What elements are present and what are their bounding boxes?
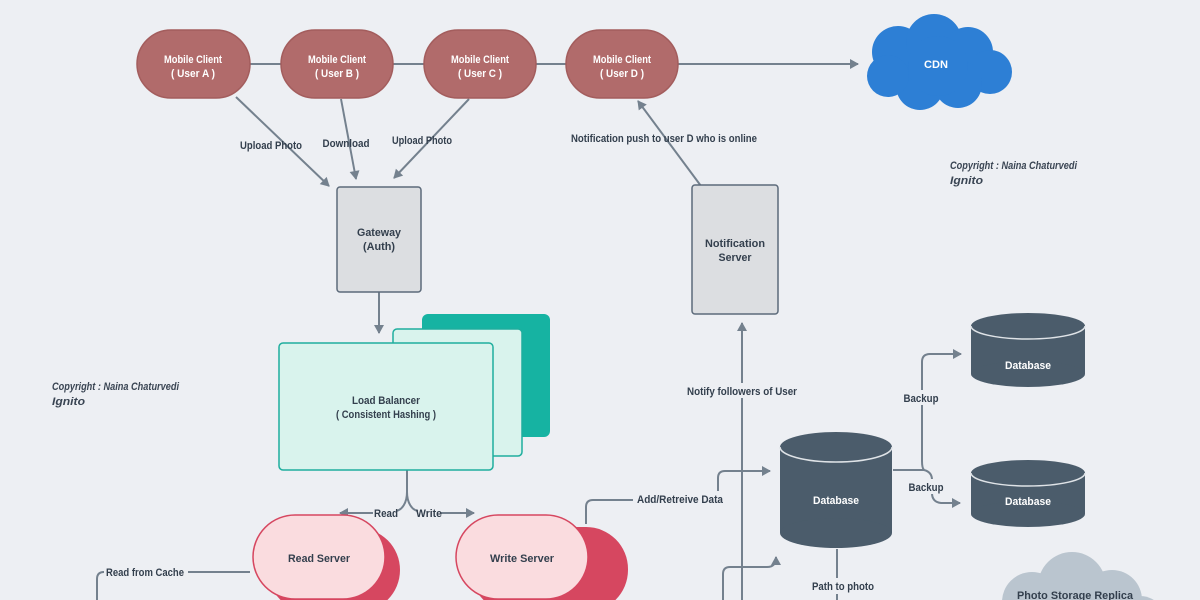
node-database-backup-top: Database bbox=[970, 313, 1086, 387]
label-notify-followers: Notify followers of User bbox=[687, 386, 798, 398]
node-cdn-cloud: CDN bbox=[867, 14, 1012, 110]
node-read-server: Read Server bbox=[252, 514, 400, 600]
client-a-shape bbox=[136, 29, 251, 99]
edge-label-database bbox=[717, 466, 771, 491]
write-server-label: Write Server bbox=[490, 553, 555, 565]
copyright-left-line1: Copyright : Naina Chaturvedi bbox=[52, 381, 180, 393]
notification-server-shape bbox=[691, 184, 779, 315]
node-write-server: Write Server bbox=[455, 514, 628, 600]
edge-notification-clientd bbox=[637, 100, 702, 187]
client-b-label-1: Mobile Client bbox=[308, 54, 366, 66]
client-c-label-2: ( User C ) bbox=[458, 68, 502, 80]
label-backup-bottom: Backup bbox=[909, 482, 944, 494]
node-gateway: Gateway (Auth) bbox=[336, 186, 422, 293]
node-mobile-client-a: Mobile Client ( User A ) bbox=[136, 29, 251, 99]
label-download-b: Download bbox=[323, 138, 370, 150]
load-balancer-label-1: Load Balancer bbox=[352, 395, 421, 407]
cdn-cloud-icon bbox=[867, 14, 1012, 110]
client-b-label-2: ( User B ) bbox=[315, 68, 359, 80]
edge-clienta-gateway bbox=[235, 96, 330, 187]
database-backup-top-top bbox=[971, 313, 1085, 339]
node-mobile-client-c: Mobile Client ( User C ) bbox=[423, 29, 537, 99]
client-d-shape bbox=[565, 29, 679, 99]
copyright-right-line1: Copyright : Naina Chaturvedi bbox=[950, 160, 1078, 172]
client-a-label-2: ( User A ) bbox=[171, 68, 215, 80]
database-backup-top-highlight bbox=[970, 325, 1086, 340]
label-notification-push: Notification push to user D who is onlin… bbox=[571, 133, 757, 145]
client-d-label-1: Mobile Client bbox=[593, 54, 651, 66]
gateway-label-2: (Auth) bbox=[363, 241, 395, 253]
edge-backup-top bbox=[921, 349, 962, 471]
gateway-shape bbox=[336, 186, 422, 293]
node-database-main: Database bbox=[779, 432, 893, 548]
write-server-shape bbox=[455, 514, 589, 600]
copyright-left-line2: Ignito bbox=[52, 396, 85, 408]
gateway-label-1: Gateway bbox=[357, 227, 402, 239]
node-mobile-client-d: Mobile Client ( User D ) bbox=[565, 29, 679, 99]
connectors bbox=[96, 59, 962, 600]
edge-clientc-gateway bbox=[393, 98, 470, 179]
client-c-shape bbox=[423, 29, 537, 99]
edge-writeserver-label bbox=[585, 499, 633, 524]
database-backup-bottom-label: Database bbox=[1005, 496, 1051, 508]
database-backup-top-bottom bbox=[971, 361, 1085, 387]
client-a-label-1: Mobile Client bbox=[164, 54, 222, 66]
copyright-left: Copyright : Naina Chaturvedi Ignito bbox=[52, 381, 180, 408]
read-server-shape bbox=[252, 514, 386, 600]
label-path-to-photo: Path to photo bbox=[812, 581, 874, 593]
edge-loadbalancer-writeserver bbox=[406, 491, 474, 513]
copyright-right-line2: Ignito bbox=[950, 175, 983, 187]
label-backup-top-bg bbox=[900, 390, 942, 405]
node-database-backup-bottom: Database bbox=[970, 460, 1086, 527]
label-add-retreive-data: Add/Retreive Data bbox=[637, 494, 724, 506]
client-b-shape bbox=[280, 29, 394, 99]
edge-readserver-cache bbox=[96, 571, 250, 600]
load-balancer-label-2: ( Consistent Hashing ) bbox=[336, 409, 436, 421]
node-notification-server: Notification Server bbox=[691, 184, 779, 315]
label-notify-followers-bg bbox=[682, 383, 802, 398]
label-write: Write bbox=[416, 508, 442, 520]
database-main-bottom bbox=[780, 518, 892, 548]
client-c-label-1: Mobile Client bbox=[451, 54, 509, 66]
label-read: Read bbox=[374, 508, 398, 520]
photo-storage-label: Photo Storage Replica bbox=[1017, 590, 1134, 600]
database-backup-bottom-bottom bbox=[971, 501, 1085, 527]
client-d-label-2: ( User D ) bbox=[600, 68, 644, 80]
notification-server-label-2: Server bbox=[719, 252, 753, 264]
database-backup-bottom-top bbox=[971, 460, 1085, 486]
database-main-label: Database bbox=[813, 495, 859, 507]
label-upload-photo-a: Upload Photo bbox=[240, 140, 302, 152]
database-backup-top-label: Database bbox=[1005, 360, 1051, 372]
label-read-from-cache: Read from Cache bbox=[106, 567, 184, 579]
copyright-right: Copyright : Naina Chaturvedi Ignito bbox=[950, 160, 1078, 187]
node-load-balancer: Load Balancer ( Consistent Hashing ) bbox=[278, 314, 550, 471]
load-balancer-front-shape bbox=[278, 342, 494, 471]
label-upload-photo-c: Upload Photo bbox=[392, 135, 452, 147]
label-path-to-photo-bg bbox=[806, 578, 880, 594]
label-backup-top: Backup bbox=[904, 393, 939, 405]
label-backup-bottom-bg bbox=[905, 479, 947, 494]
notification-server-label-1: Notification bbox=[705, 238, 765, 250]
photo-storage-cloud-icon bbox=[1002, 552, 1154, 600]
edge-labels: Upload Photo Download Upload Photo Notif… bbox=[106, 133, 947, 594]
edge-bottom-database bbox=[722, 556, 781, 600]
edge-clientb-gateway bbox=[340, 98, 360, 180]
database-main-highlight bbox=[779, 446, 893, 463]
node-mobile-client-b: Mobile Client ( User B ) bbox=[280, 29, 394, 99]
database-main-top bbox=[780, 432, 892, 462]
node-photo-storage-replica: Photo Storage Replica bbox=[1002, 552, 1154, 600]
database-backup-bottom-highlight bbox=[970, 472, 1086, 487]
read-server-label: Read Server bbox=[288, 553, 351, 565]
cdn-label: CDN bbox=[924, 59, 948, 71]
